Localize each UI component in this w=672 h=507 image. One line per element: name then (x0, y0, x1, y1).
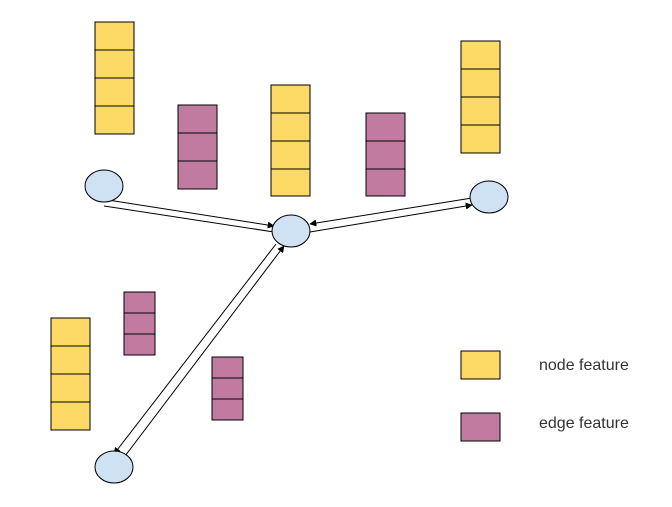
edge-feature-stack-small-left (123, 291, 156, 356)
legend-node-label: node feature (539, 357, 629, 374)
edge-topleft-to-center (107, 199, 275, 229)
legend-edge-label: edge feature (539, 415, 629, 432)
node-feature-stack-top-left (94, 21, 135, 135)
node-feature-stack-bottom-left (50, 317, 91, 431)
edge-center-to-topleft (103, 205, 275, 233)
edge-bottomleft-to-center (121, 245, 285, 461)
node-feature-stack-right (460, 40, 501, 154)
node-top-left (84, 169, 124, 203)
edge-center-to-right (309, 202, 473, 233)
edges (103, 197, 473, 461)
node-feature-stack-center (270, 84, 311, 197)
legend-node-swatch (460, 350, 501, 380)
node-right (469, 180, 509, 214)
legend-edge-swatch (460, 412, 501, 442)
edge-feature-stack-right-top (365, 112, 406, 197)
edge-feature-stacks (123, 104, 406, 421)
edge-right-to-center (309, 197, 473, 227)
edge-feature-stack-left-top (177, 104, 218, 190)
edge-feature-stack-small-middle (211, 356, 244, 421)
node-bottom-left (94, 450, 134, 484)
node-center (271, 214, 311, 248)
node-feature-stacks (50, 21, 501, 431)
nodes (84, 169, 509, 484)
edge-center-to-bottomleft (113, 243, 277, 455)
